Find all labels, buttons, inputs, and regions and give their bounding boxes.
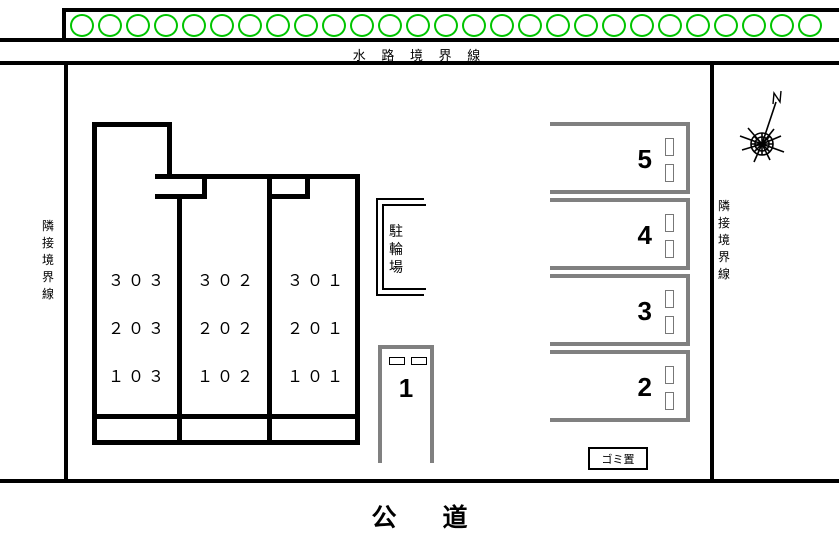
- building-notch-1-right: [202, 174, 207, 199]
- room-label-102: １０２: [197, 369, 258, 386]
- hedge-circle-icon: [238, 13, 262, 37]
- parking-slot-number: 4: [637, 220, 652, 250]
- room-label-302: ３０２: [197, 273, 258, 290]
- building-notch-2-right: [267, 174, 272, 199]
- wheel-stopper-icon: [665, 290, 674, 308]
- wheel-stopper-icon: [665, 240, 674, 258]
- bottom-site-boundary-line: [0, 479, 839, 483]
- hedge-circle-icon: [742, 13, 766, 37]
- room-label-202: ２０２: [197, 321, 258, 338]
- hedge-circle-icon: [266, 13, 290, 37]
- wheel-stopper-icon: [665, 392, 674, 410]
- building-wall-left-step: [167, 122, 172, 177]
- hedge-circle-icon: [658, 13, 682, 37]
- building-wall-left-side: [92, 122, 97, 445]
- hedge-circle-icon: [546, 13, 570, 37]
- building-wall-left-top: [92, 122, 172, 127]
- bicycle-parking-inner-outline: [382, 204, 426, 290]
- hedge-circle-icon: [182, 13, 206, 37]
- hedge-circle-icon: [70, 13, 94, 37]
- wheel-stopper-icon: [665, 316, 674, 334]
- hedge-circle-icon: [294, 13, 318, 37]
- right-boundary-label: 隣 接 境 界 線: [717, 199, 730, 281]
- building-balcony-top-line: [92, 414, 360, 419]
- hedge-circle-icon: [770, 13, 794, 37]
- room-label-203: ２０３: [108, 321, 169, 338]
- hedge-circle-icon: [378, 13, 402, 37]
- wheel-stopper-icon: [665, 138, 674, 156]
- wheel-stopper-icon: [665, 164, 674, 182]
- hedge-circle-icon: [602, 13, 626, 37]
- left-site-boundary-line: [64, 62, 68, 482]
- hedge-circle-icon: [686, 13, 710, 37]
- wheel-stopper-icon: [411, 357, 427, 365]
- hedge-circle-icon: [98, 13, 122, 37]
- hedge-circle-icon: [630, 13, 654, 37]
- waterway-boundary-label: 水 路 境 界 線: [352, 48, 487, 63]
- hedge-circle-icon: [210, 13, 234, 37]
- hedge-circle-icon: [434, 13, 458, 37]
- parking-slot-3[interactable]: 3: [550, 274, 690, 346]
- parking-slot-1[interactable]: 1: [378, 345, 434, 463]
- parking-slot-4[interactable]: 4: [550, 198, 690, 270]
- waterway-hedge-band: [62, 8, 839, 42]
- parking-slot-2[interactable]: 2: [550, 350, 690, 422]
- building-notch-2-left: [305, 174, 310, 199]
- right-site-boundary-line: [710, 62, 714, 482]
- wheel-stopper-icon: [665, 214, 674, 232]
- hedge-circle-icon: [126, 13, 150, 37]
- parking-slot-number: 5: [637, 144, 652, 174]
- apartment-building: ３０３ ２０３ １０３ ３０２ ２０２ １０２ ３０１ ２０１ １０１: [92, 122, 360, 445]
- left-boundary-label: 隣 接 境 界 線: [41, 219, 54, 301]
- bicycle-parking-area[interactable]: [376, 198, 426, 296]
- hedge-circle-icon: [350, 13, 374, 37]
- bicycle-parking-label: 駐 輪 場: [389, 223, 403, 275]
- compass-rose: [736, 84, 806, 164]
- hedge-circle-icon: [462, 13, 486, 37]
- hedge-circle-icon: [154, 13, 178, 37]
- waterway-boundary-line: [0, 61, 839, 65]
- hedge-circle-icon: [574, 13, 598, 37]
- building-notch-2-bottom: [270, 194, 310, 199]
- wheel-stopper-icon: [665, 366, 674, 384]
- parking-slot-number: 3: [637, 296, 652, 326]
- wheel-stopper-icon: [389, 357, 405, 365]
- building-divider-2: [267, 194, 272, 445]
- room-label-101: １０１: [287, 369, 348, 386]
- public-road-label: 公道: [371, 504, 514, 532]
- site-top-outer-line: [0, 38, 66, 42]
- hedge-circle-icon: [490, 13, 514, 37]
- compass-rose-icon: [739, 90, 785, 163]
- building-wall-right-side: [355, 174, 360, 445]
- hedge-circle-icon: [518, 13, 542, 37]
- room-label-301: ３０１: [287, 273, 348, 290]
- hedge-circle-icon: [798, 13, 822, 37]
- hedge-circle-icon: [322, 13, 346, 37]
- hedge-circle-icon: [406, 13, 430, 37]
- parking-slot-5[interactable]: 5: [550, 122, 690, 194]
- building-wall-upper-edge: [155, 174, 360, 179]
- building-bottom-line: [92, 440, 360, 445]
- hedge-circle-icon: [714, 13, 738, 37]
- room-label-103: １０３: [108, 369, 169, 386]
- garbage-area-box[interactable]: ゴミ置: [588, 447, 648, 470]
- garbage-area-label: ゴミ置: [601, 453, 635, 466]
- parking-slot-number: 2: [637, 372, 652, 402]
- room-label-303: ３０３: [108, 273, 169, 290]
- room-label-201: ２０１: [287, 321, 348, 338]
- parking-slot-number: 1: [398, 373, 414, 403]
- building-divider-1: [177, 194, 182, 445]
